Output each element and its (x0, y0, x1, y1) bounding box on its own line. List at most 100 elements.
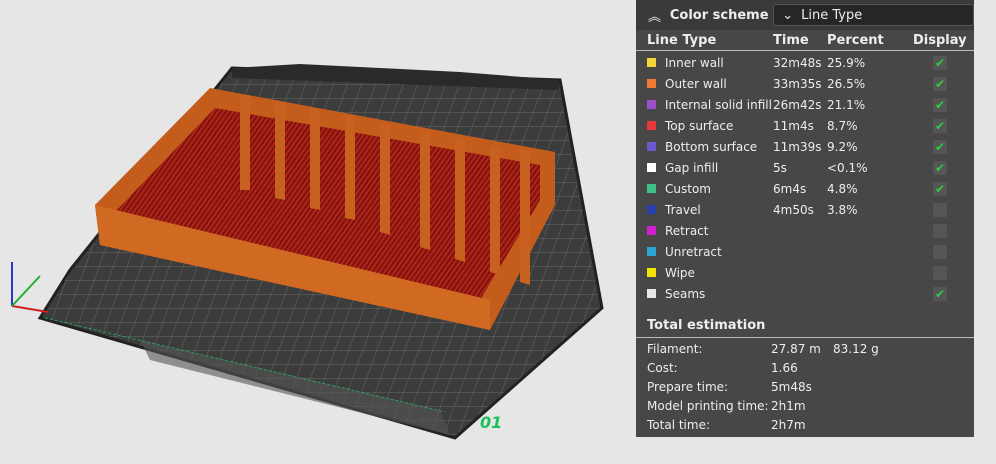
estimation-label: Cost: (647, 360, 678, 375)
color-swatch (647, 205, 656, 214)
line-type-name: Unretract (665, 244, 722, 259)
color-swatch (647, 268, 656, 277)
line-type-time: 4m50s (773, 202, 814, 217)
plate-number: 01 (480, 413, 502, 432)
line-type-percent: 3.8% (827, 202, 858, 217)
display-checkbox[interactable] (933, 202, 947, 217)
line-type-time: 26m42s (773, 97, 822, 112)
line-type-name: Bottom surface (665, 139, 758, 154)
color-scheme-title: Color scheme (669, 7, 769, 23)
table-row: Retract (636, 220, 974, 241)
table-row: Bottom surface 11m39s 9.2% ✔ (636, 136, 974, 157)
estimation-row: Model printing time:2h1m (636, 396, 974, 415)
legend-panel: ︽ Color scheme ⌄ Line Type Line Type Tim… (636, 0, 974, 437)
table-row: Gap infill 5s <0.1% ✔ (636, 157, 974, 178)
display-checkbox[interactable]: ✔ (933, 76, 947, 91)
table-row: Custom 6m4s 4.8% ✔ (636, 178, 974, 199)
display-checkbox[interactable]: ✔ (933, 160, 947, 175)
estimation-value: 2h7m (771, 417, 806, 432)
line-type-percent: 8.7% (827, 118, 858, 133)
line-type-time: 5s (773, 160, 787, 175)
collapse-chevron-icon[interactable]: ︽ (648, 9, 662, 25)
color-swatch (647, 100, 656, 109)
line-type-name: Gap infill (665, 160, 719, 175)
display-checkbox[interactable] (933, 244, 947, 259)
display-checkbox[interactable] (933, 223, 947, 238)
line-type-name: Custom (665, 181, 711, 196)
header-line-type: Line Type (647, 32, 717, 48)
color-swatch (647, 142, 656, 151)
estimation-value: 5m48s (771, 379, 812, 394)
display-checkbox[interactable]: ✔ (933, 181, 947, 196)
line-type-percent: 4.8% (827, 181, 858, 196)
model-dividers (240, 95, 530, 285)
chevron-down-icon: ⌄ (782, 7, 794, 23)
table-row: Travel 4m50s 3.8% (636, 199, 974, 220)
display-checkbox[interactable] (933, 265, 947, 280)
line-type-time: 11m4s (773, 118, 814, 133)
line-type-percent: 9.2% (827, 139, 858, 154)
color-swatch (647, 184, 656, 193)
estimation-value-2: 83.12 g (833, 341, 879, 356)
color-scheme-value: Line Type (801, 7, 863, 23)
estimation-label: Prepare time: (647, 379, 729, 394)
line-type-time: 32m48s (773, 55, 822, 70)
line-type-name: Wipe (665, 265, 695, 280)
plate-handle (232, 64, 560, 90)
line-type-name: Top surface (665, 118, 734, 133)
table-row: Top surface 11m4s 8.7% ✔ (636, 115, 974, 136)
3d-viewport[interactable]: 01 (0, 0, 636, 464)
color-swatch (647, 58, 656, 67)
line-type-time: 11m39s (773, 139, 822, 154)
line-type-time: 6m4s (773, 181, 807, 196)
line-type-name: Retract (665, 223, 709, 238)
line-type-name: Outer wall (665, 76, 727, 91)
color-swatch (647, 79, 656, 88)
table-row: Wipe (636, 262, 974, 283)
line-type-percent: 21.1% (827, 97, 866, 112)
color-scheme-dropdown[interactable]: ⌄ Line Type (773, 4, 974, 26)
header-time: Time (773, 32, 809, 48)
axis-gizmo (11, 262, 49, 313)
header-percent: Percent (827, 32, 884, 48)
table-row: Inner wall 32m48s 25.9% ✔ (636, 52, 974, 73)
line-type-percent: 25.9% (827, 55, 866, 70)
estimation-label: Total time: (647, 417, 710, 432)
estimation-value: 1.66 (771, 360, 798, 375)
line-type-time: 33m35s (773, 76, 822, 91)
estimation-label: Filament: (647, 341, 703, 356)
model-front-wall (95, 205, 490, 330)
line-type-name: Inner wall (665, 55, 724, 70)
estimation-row: Cost: 1.66 (636, 358, 974, 377)
color-swatch (647, 289, 656, 298)
estimation-label: Model printing time: (647, 398, 769, 413)
plate-label-area (140, 340, 450, 435)
line-type-name: Internal solid infill (665, 97, 772, 112)
estimation-row: Total time: 2h7m (636, 415, 974, 434)
estimation-row: Prepare time: 5m48s (636, 377, 974, 396)
table-row: Internal solid infill 26m42s 21.1% ✔ (636, 94, 974, 115)
display-checkbox[interactable]: ✔ (933, 118, 947, 133)
display-checkbox[interactable]: ✔ (933, 97, 947, 112)
line-type-name: Seams (665, 286, 706, 301)
color-swatch (647, 121, 656, 130)
plate-boundary-line (44, 317, 446, 413)
color-swatch (647, 163, 656, 172)
line-type-name: Travel (665, 202, 701, 217)
table-row: Seams ✔ (636, 283, 974, 304)
display-checkbox[interactable]: ✔ (933, 55, 947, 70)
total-estimation-title: Total estimation (636, 304, 974, 338)
color-scheme-header: ︽ Color scheme ⌄ Line Type (636, 0, 974, 30)
table-row: Outer wall 33m35s 26.5% ✔ (636, 73, 974, 94)
estimation-row: Filament: 27.87 m 83.12 g (636, 339, 974, 358)
estimation-value: 2h1m (771, 398, 806, 413)
header-display: Display (913, 32, 967, 48)
estimation-value: 27.87 m (771, 341, 821, 356)
line-type-percent: <0.1% (827, 160, 868, 175)
table-row: Unretract (636, 241, 974, 262)
color-swatch (647, 247, 656, 256)
line-type-percent: 26.5% (827, 76, 866, 91)
color-swatch (647, 226, 656, 235)
display-checkbox[interactable]: ✔ (933, 286, 947, 301)
display-checkbox[interactable]: ✔ (933, 139, 947, 154)
